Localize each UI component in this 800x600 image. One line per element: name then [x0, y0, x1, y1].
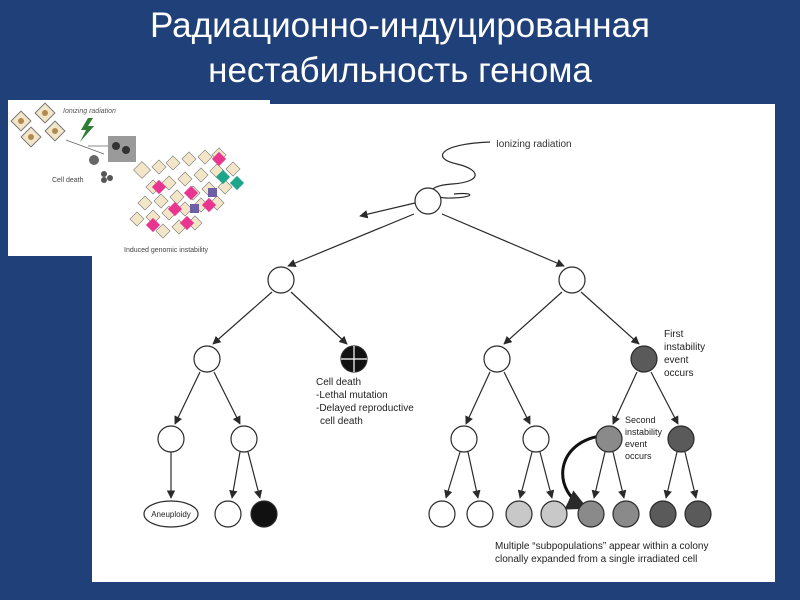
caption-line-1: Multiple “subpopulations” appear within …	[495, 541, 708, 552]
second-event-annotation: Second instability event occurs	[625, 415, 663, 461]
svg-text:occurs: occurs	[664, 368, 693, 379]
cell-l4-i	[612, 500, 640, 528]
cell-l4-c	[250, 500, 278, 528]
svg-text:instability: instability	[664, 342, 705, 353]
slide-title: Радиационно-индуцированная нестабильност…	[0, 3, 800, 93]
cell-l3-second-event	[595, 425, 623, 453]
svg-text:First: First	[664, 329, 684, 340]
cell-l2-c	[483, 345, 511, 373]
cell-l4-h	[577, 500, 605, 528]
cell-l3-c	[450, 425, 478, 453]
tree-edges	[166, 213, 699, 499]
aneuploidy-node	[143, 500, 199, 528]
first-event-annotation: First instability event occurs	[664, 329, 705, 379]
cell-l2-a	[193, 345, 221, 373]
svg-text:Second: Second	[625, 415, 656, 425]
cell-l1-right	[558, 266, 586, 294]
initial-cell-nuclei	[18, 110, 58, 140]
cell-death-annotation: Cell death -Lethal mutation -Delayed rep…	[316, 377, 414, 427]
caption-line-2: clonally expanded from a single irradiat…	[495, 554, 697, 565]
cell-l1-left	[267, 266, 295, 294]
radiation-wave	[430, 141, 491, 199]
inset-illustration: Ionizing radiation Cell death	[8, 100, 270, 256]
title-line-1: Радиационно-индуцированная	[150, 6, 650, 45]
irradiated-cell-box	[108, 136, 136, 162]
inset-cell-death-label: Cell death	[52, 177, 84, 184]
cell-l4-f	[505, 500, 533, 528]
inset-svg: Ionizing radiation Cell death	[10, 102, 245, 254]
clonal-curve-arrow	[561, 434, 601, 510]
svg-text:instability: instability	[625, 427, 663, 437]
cell-l3-b	[230, 425, 258, 453]
cell-death-line3: cell death	[320, 416, 363, 427]
cell-death-title: Cell death	[316, 377, 361, 388]
radiation-label: Ionizing radiation	[496, 139, 572, 150]
cell-l2-first-event	[630, 345, 658, 373]
cell-l4-b	[214, 500, 242, 528]
cell-l4-e	[466, 500, 494, 528]
root-cell	[414, 187, 442, 215]
cell-death-line1: -Lethal mutation	[316, 390, 388, 401]
cell-l4-k	[684, 500, 712, 528]
aneuploidy-label: Aneuploidy	[151, 510, 191, 519]
radiation-arrow	[359, 202, 416, 219]
inset-radiation-label: Ionizing radiation	[63, 108, 116, 115]
cell-l4-d	[428, 500, 456, 528]
svg-text:event: event	[664, 355, 689, 366]
lineage-tree-svg: Ionizing radiation	[143, 139, 712, 565]
cell-l4-g	[540, 500, 568, 528]
cell-l3-a	[157, 425, 185, 453]
cell-l4-j	[649, 500, 677, 528]
title-line-2: нестабильность генома	[208, 51, 592, 90]
dead-cell-cross	[341, 346, 367, 372]
tree-nodes	[157, 187, 712, 528]
lightning-bolt-icon	[80, 118, 94, 142]
svg-text:event: event	[625, 439, 648, 449]
dying-cell	[89, 155, 99, 165]
inset-instability-label: Induced genomic instability	[124, 247, 209, 254]
cell-l3-f	[667, 425, 695, 453]
svg-text:occurs: occurs	[625, 451, 652, 461]
cell-l3-d	[522, 425, 550, 453]
cell-death-line2: -Delayed reproductive	[316, 403, 414, 414]
initial-cells	[10, 102, 66, 148]
